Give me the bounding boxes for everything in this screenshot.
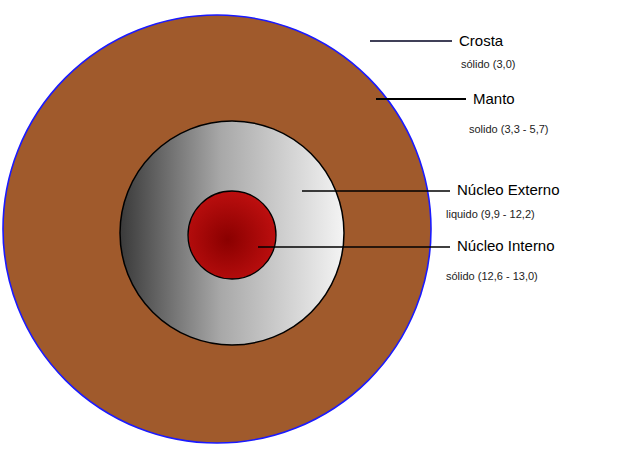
leader-line [370,40,452,42]
layer-name: Núcleo Externo [457,181,560,198]
layer-state: liquido (9,9 - 12,2) [446,208,535,221]
layer-name: Núcleo Interno [457,237,555,254]
layer-name: Manto [473,90,515,107]
layer-state: sólido (3,0) [461,58,515,71]
layer-state: solido (3,3 - 5,7) [469,123,548,136]
leader-line [302,190,450,192]
layer-name: Crosta [459,32,503,49]
inner-core-circle [188,191,276,279]
crust-mantle-circle [3,15,431,443]
leader-line [376,98,466,100]
leader-line [258,246,450,248]
outer-core-circle [120,121,344,345]
layer-state: sólido (12,6 - 13,0) [446,270,538,283]
